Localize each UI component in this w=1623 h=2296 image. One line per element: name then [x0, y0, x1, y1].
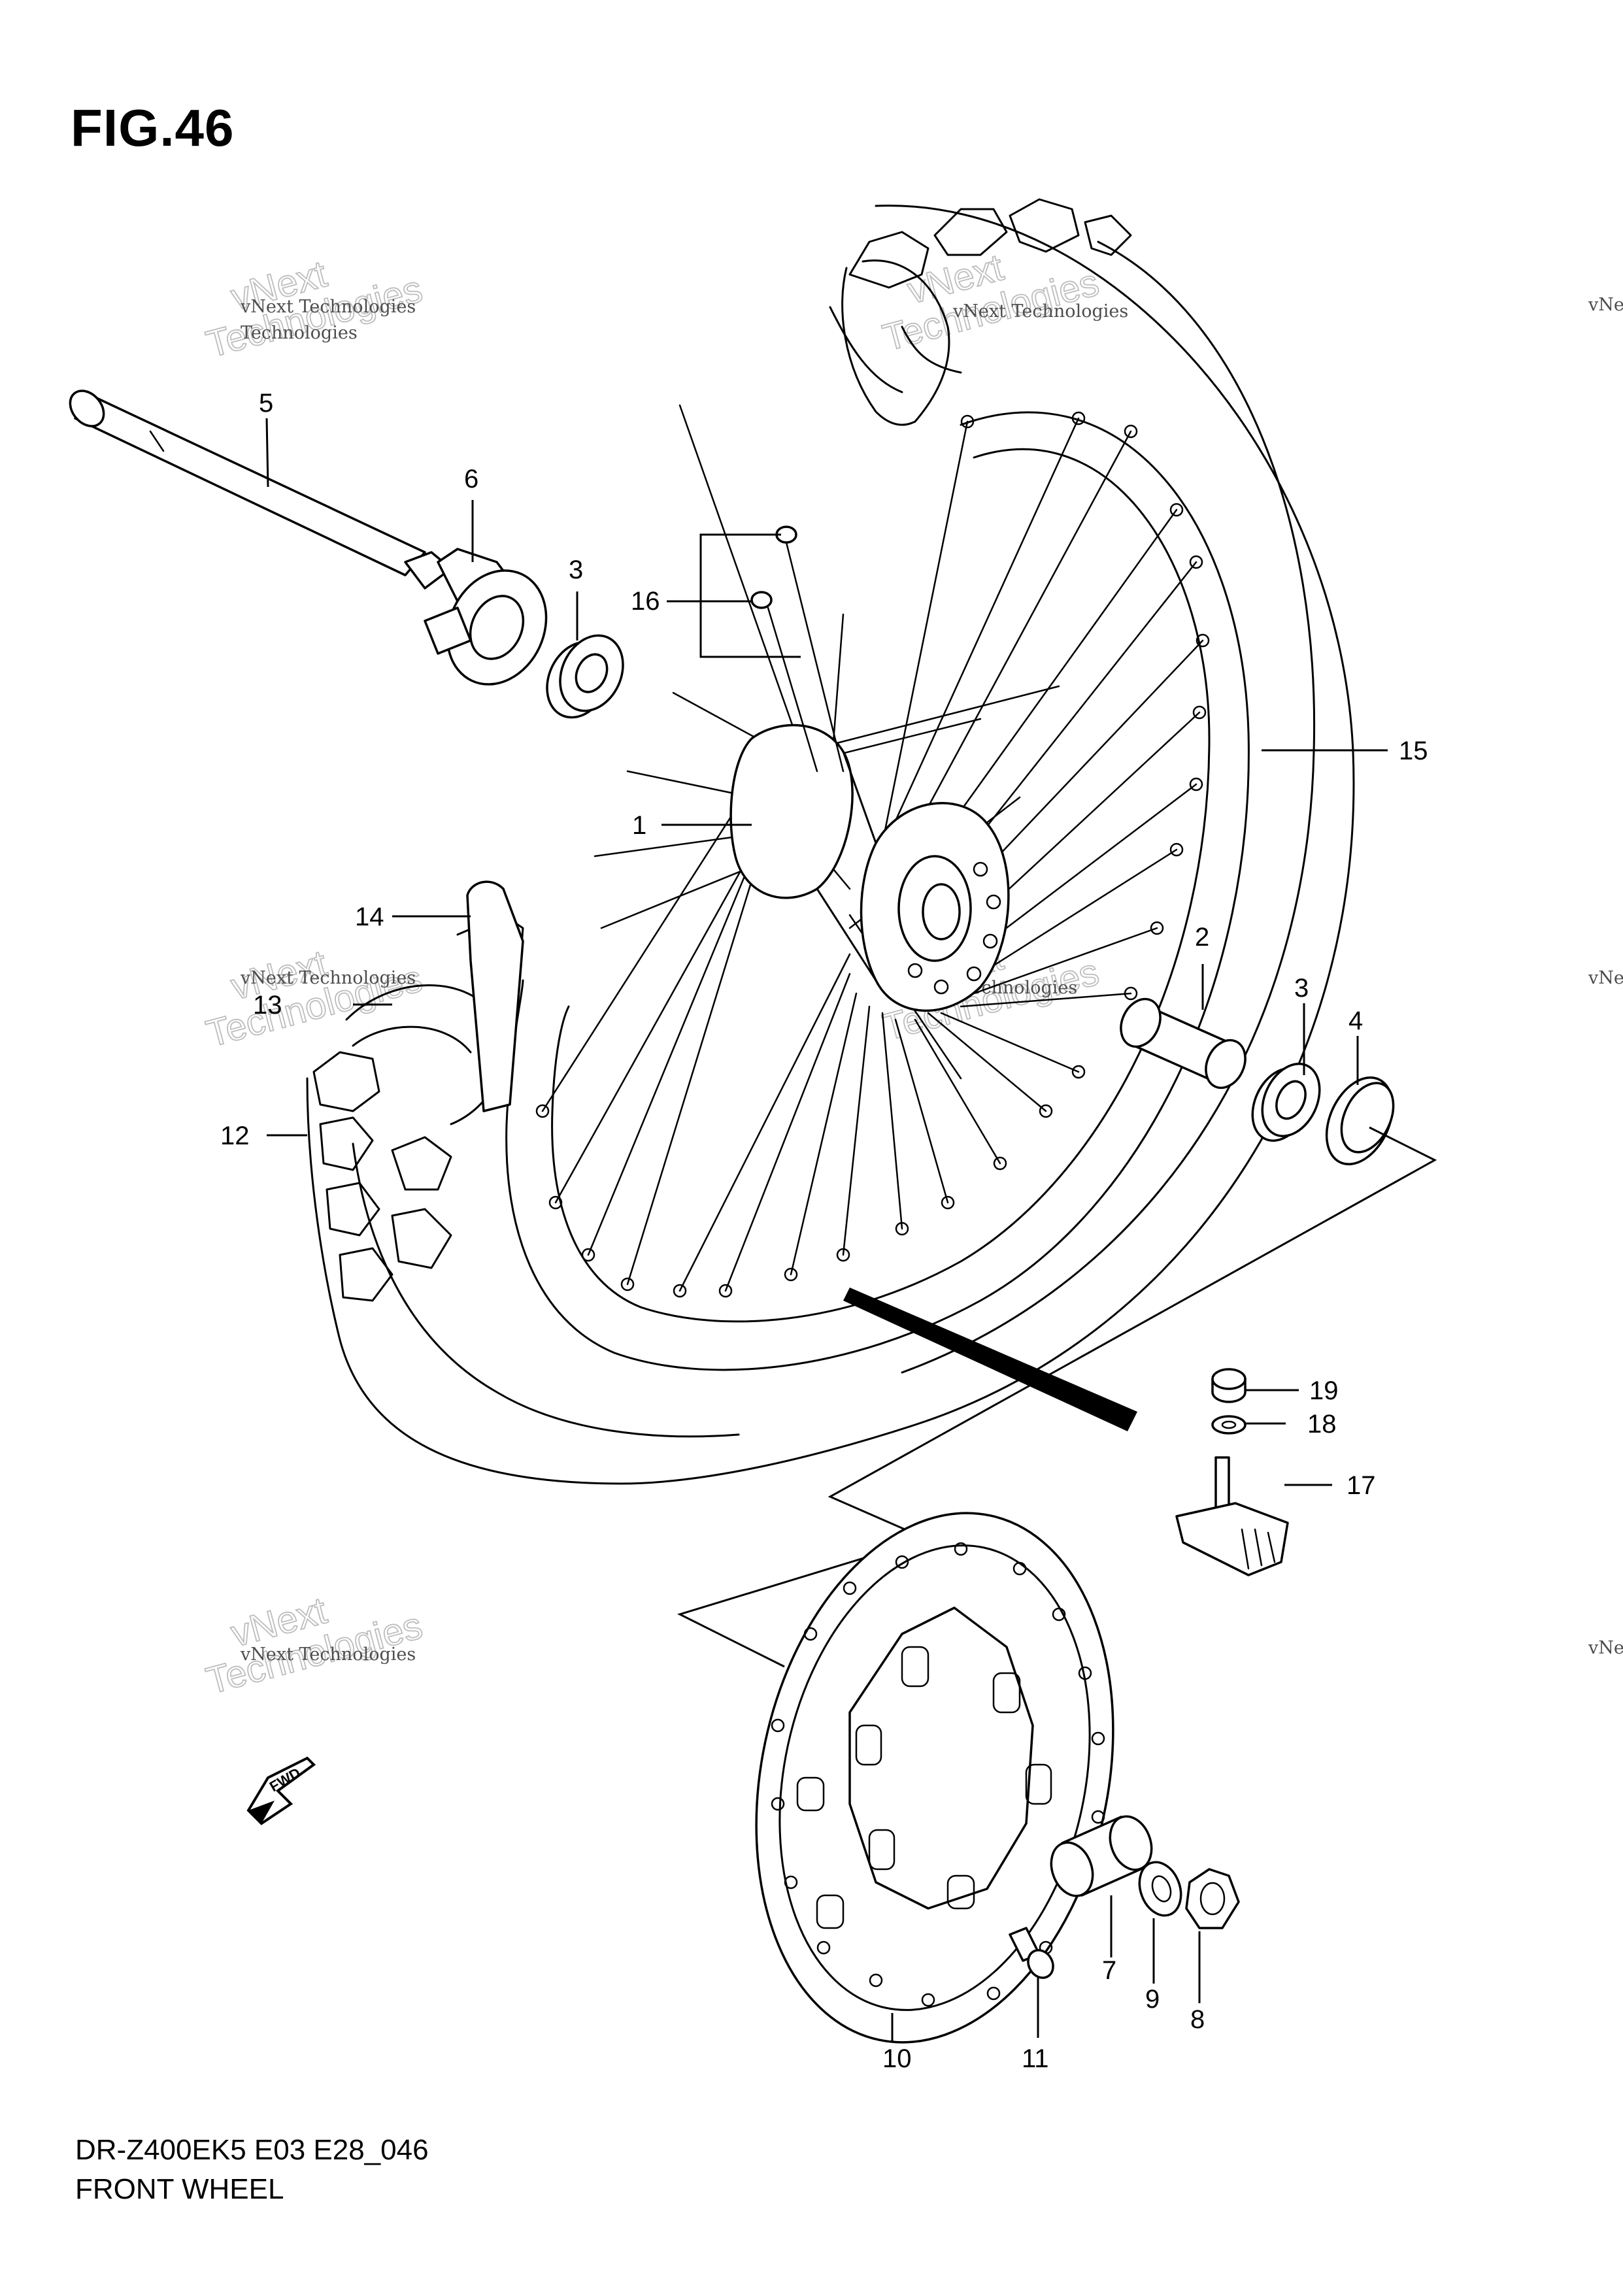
fwd-direction-badge: FWD [246, 1756, 316, 1825]
front-hub [729, 724, 1010, 1012]
exploded-direction-arrow [843, 1288, 1137, 1431]
callout-8: 8 [1190, 2005, 1205, 2034]
part-4-oil-seal [1325, 1076, 1395, 1165]
callout-3-upper: 3 [569, 556, 583, 584]
figure-title: FIG.46 [71, 99, 235, 157]
part-5-axle [69, 390, 452, 590]
part-10-brake-disc [755, 1512, 1114, 2044]
leader-lines [265, 418, 1388, 2042]
callout-3-lower: 3 [1294, 974, 1309, 1003]
callout-17: 17 [1347, 1471, 1376, 1500]
part-8-axle-nut [1185, 1868, 1240, 1929]
callout-16: 16 [631, 587, 660, 616]
callout-14: 14 [355, 903, 384, 931]
watermark-text: vNext Technologies [240, 297, 416, 317]
part-19-nut [1211, 1368, 1247, 1403]
part-2-spacer [1120, 997, 1247, 1090]
part-16-spoke-set [750, 525, 845, 773]
part-9-washer [1138, 1861, 1182, 1917]
watermark-text: vNext Technologies [952, 301, 1128, 322]
watermark-text: vNext [1588, 295, 1623, 315]
explode-lines [677, 1126, 1437, 1668]
part-18-washer [1211, 1415, 1247, 1435]
callout-9: 9 [1145, 1985, 1160, 2014]
part-11-disc-bolt [1009, 1927, 1054, 1979]
callout-2: 2 [1195, 923, 1209, 952]
part-17-rim-lock [1175, 1456, 1289, 1576]
callout-11: 11 [1022, 2044, 1049, 2073]
callout-5: 5 [259, 389, 273, 418]
watermark-text: vNext Technologies [240, 1644, 416, 1665]
watermark-text: vNext [1588, 1638, 1623, 1658]
watermark-text: vNext Technologies [240, 968, 416, 988]
callout-numbers: 1 2 3 3 4 5 6 7 8 9 10 11 12 13 14 15 16… [220, 389, 1428, 2073]
callout-4: 4 [1348, 1007, 1363, 1035]
callout-13: 13 [253, 991, 282, 1020]
callout-1: 1 [632, 811, 646, 840]
callout-15: 15 [1399, 737, 1428, 765]
callout-19: 19 [1309, 1376, 1339, 1405]
part-7-spacer [1050, 1815, 1153, 1897]
callout-6: 6 [464, 465, 478, 493]
model-code: DR-Z400EK5 E03 E28_046 [75, 2134, 429, 2166]
callout-7: 7 [1102, 1956, 1116, 1985]
part-14-inner-tube [466, 880, 524, 1112]
callout-18: 18 [1307, 1410, 1337, 1439]
callout-12: 12 [220, 1122, 250, 1150]
part-6-speedometer-gearbox [424, 548, 548, 686]
watermark-text: vNext [1588, 968, 1623, 988]
figure-caption: FRONT WHEEL [75, 2173, 284, 2205]
part-3-bearing-upper [546, 634, 624, 719]
watermark-text: Technologies [241, 323, 358, 343]
spokes [541, 404, 1204, 1292]
callout-10: 10 [882, 2044, 912, 2073]
part-3-bearing-lower [1251, 1063, 1321, 1142]
